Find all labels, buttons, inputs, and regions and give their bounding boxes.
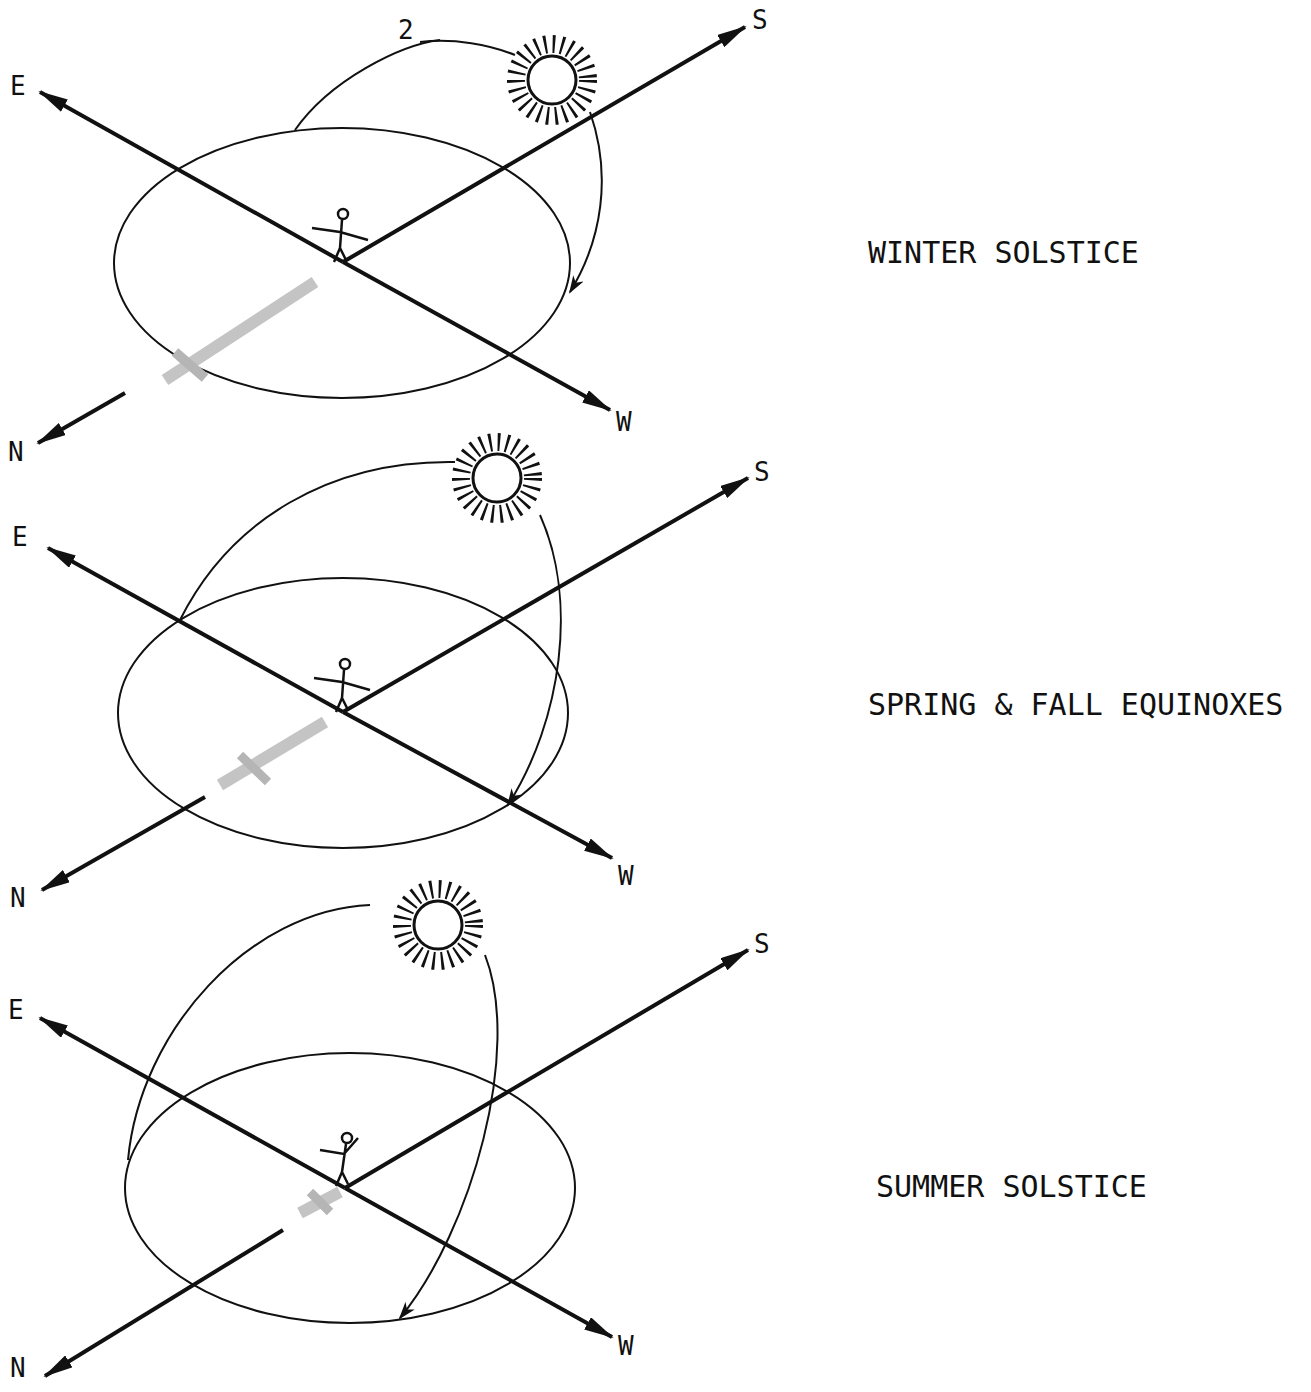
sun-path [295,40,440,130]
shadow [310,1192,330,1212]
sun-path [128,905,370,1160]
compass-axis [48,548,343,712]
panel-title: WINTER SOLSTICE [868,236,1139,269]
person [312,209,368,262]
compass-axis [42,797,205,890]
compass-label: S [754,930,770,959]
compass-label: N [10,1354,26,1383]
shadow [165,282,315,380]
compass-axis [343,27,745,262]
panel-title: SUMMER SOLSTICE [876,1170,1147,1203]
sun [516,44,588,116]
compass-label: W [618,862,634,891]
shadow [300,1192,340,1213]
compass-axis [40,92,343,262]
compass-label: E [10,72,26,101]
compass-label: S [754,458,770,487]
sun-path [180,462,455,620]
sun [461,442,533,514]
compass-axis [343,712,612,858]
compass-axis [38,393,125,443]
person [320,1133,358,1186]
compass-axis [343,478,748,712]
compass-axis [345,950,748,1188]
sun-path [420,41,515,55]
compass-label: W [616,408,632,437]
person [314,659,370,712]
sun-path [400,955,498,1318]
compass-label: N [8,438,24,467]
compass-axis [40,1018,345,1188]
compass-axis [343,262,610,410]
callout-number: 2 [398,16,414,45]
compass-label: W [618,1332,634,1361]
compass-axis [45,1230,283,1376]
shadow [240,755,268,782]
shadow [220,722,325,785]
compass-label: S [752,6,768,35]
sun [402,889,474,961]
compass-label: E [8,996,24,1025]
sun-path [508,515,561,805]
compass-label: N [10,884,26,913]
sun-path [570,112,602,292]
shadow [175,352,205,378]
compass-axis [345,1188,612,1337]
compass-label: E [12,523,28,552]
panel-title: SPRING & FALL EQUINOXES [868,688,1283,721]
